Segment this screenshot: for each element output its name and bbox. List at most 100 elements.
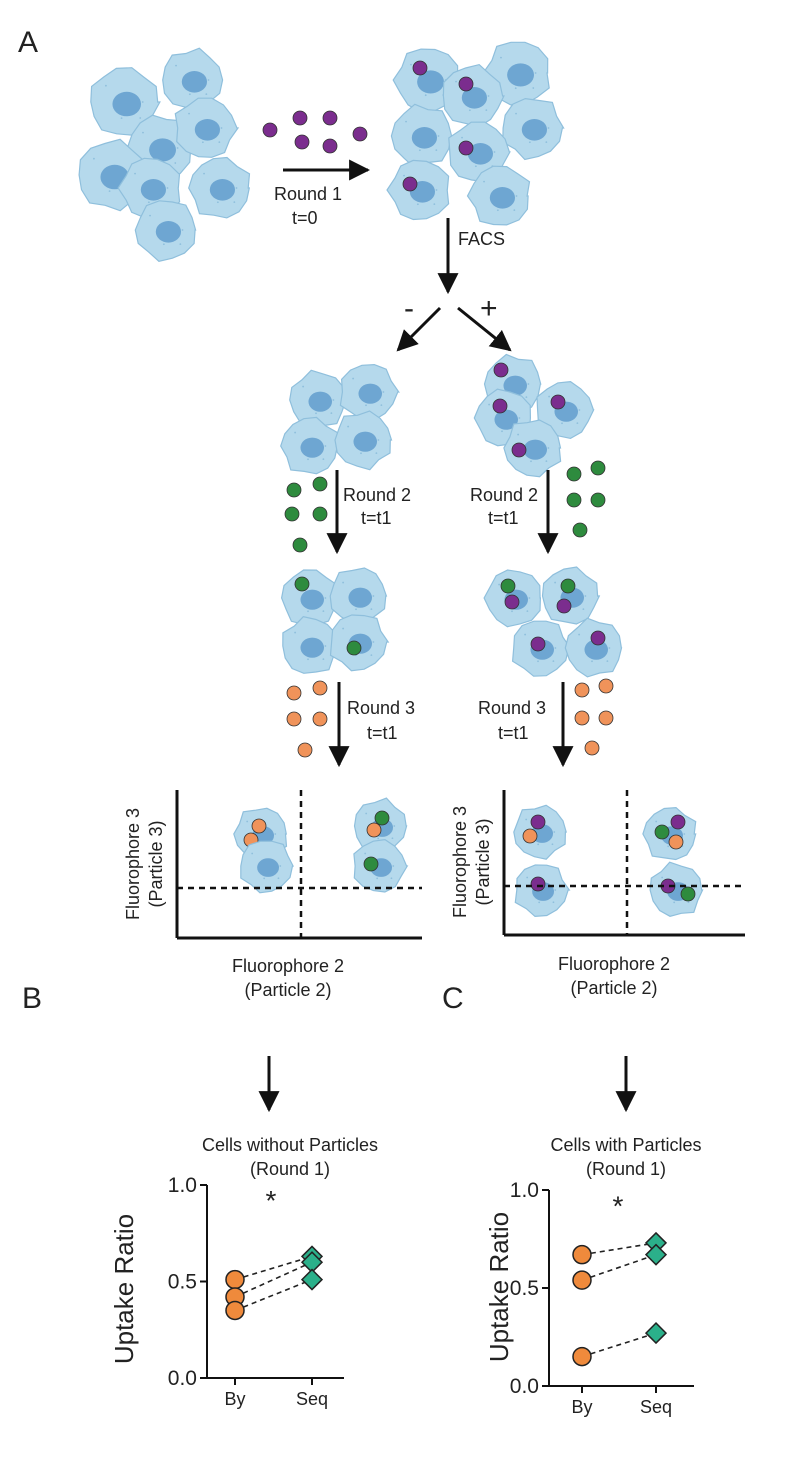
cell-icon: [339, 363, 400, 421]
chart-b-title: Cells without Particles: [202, 1135, 378, 1155]
cell-icon: [353, 797, 408, 855]
pair-connector: [581, 1242, 657, 1256]
nucleus-icon: [181, 71, 207, 93]
positive-sign: +: [480, 292, 498, 325]
left-quadrant-xlabel-2: (Particle 2): [244, 980, 331, 1000]
x-tick-label: Seq: [296, 1389, 328, 1409]
positive-branch-arrow: [457, 306, 512, 352]
by-point: [572, 1270, 592, 1290]
significance-marker: *: [613, 1190, 624, 1221]
particle-icon: [292, 110, 308, 126]
cell-icon: [541, 566, 601, 625]
panel-label-c: C: [442, 982, 464, 1015]
cell-icon: [513, 804, 567, 860]
nucleus-icon: [417, 70, 444, 94]
particle-icon: [560, 578, 576, 594]
particle-icon: [322, 138, 338, 154]
particle-icon: [352, 126, 368, 142]
nucleus-icon: [112, 91, 141, 117]
cell-icon: [240, 840, 295, 894]
y-tick-label: 0.5: [168, 1271, 197, 1294]
particle-icon: [584, 740, 600, 756]
particle-icon: [286, 711, 302, 727]
nucleus-icon: [494, 409, 518, 430]
cell-icon: [282, 616, 341, 674]
particle-icon: [297, 742, 313, 758]
particle-icon: [574, 682, 590, 698]
nucleus-icon: [257, 858, 279, 877]
left-quadrant-ylabel-1: Fluorophore 3: [123, 808, 143, 920]
nucleus-icon: [194, 119, 220, 141]
particle-icon: [294, 576, 310, 592]
panel-label-a: A: [18, 26, 38, 59]
by-point: [572, 1346, 592, 1367]
nucleus-icon: [358, 383, 382, 404]
nucleus-icon: [521, 119, 548, 141]
cell-illustrations: [78, 41, 704, 918]
particle-icon: [504, 594, 520, 610]
nucleus-icon: [467, 143, 493, 165]
cell-icon: [90, 67, 161, 136]
right-round2-label: Round 2: [470, 485, 538, 505]
particle-icon: [412, 60, 428, 76]
significance-marker: *: [266, 1185, 277, 1216]
particle-icon: [550, 394, 566, 410]
particle-icon: [500, 578, 516, 594]
panel-label-b: B: [22, 982, 42, 1015]
cell-icon: [289, 369, 347, 429]
particle-icon: [312, 506, 328, 522]
cell-icon: [649, 861, 704, 917]
particle-icon: [292, 537, 308, 553]
particle-icon: [312, 711, 328, 727]
particle-icon: [286, 685, 302, 701]
nucleus-icon: [489, 187, 515, 209]
right-quadrant-ylabel-2: (Particle 3): [473, 818, 493, 905]
particle-icon: [556, 598, 572, 614]
left-quadrant-ylabel-2: (Particle 3): [146, 820, 166, 907]
chart-c: Cells with Particles (Round 1) Uptake Ra…: [484, 1135, 702, 1417]
nucleus-icon: [523, 439, 547, 460]
particle-icon: [294, 134, 310, 150]
particle-icon: [511, 442, 527, 458]
particle-icon: [374, 810, 390, 826]
facs-label: FACS: [458, 229, 505, 249]
nucleus-icon: [209, 179, 235, 201]
cell-icon: [536, 380, 595, 440]
pair-connector: [581, 1253, 657, 1281]
particle-icon: [262, 122, 278, 138]
particle-icon: [366, 822, 382, 838]
round1-label: Round 1: [274, 184, 342, 204]
particle-icon: [654, 824, 670, 840]
nucleus-icon: [411, 127, 437, 149]
cell-icon: [511, 620, 572, 677]
cell-icon: [188, 156, 251, 219]
y-tick-label: 0.0: [510, 1375, 539, 1398]
particle-icon: [251, 818, 267, 834]
cell-icon: [162, 47, 224, 113]
particle-icon: [574, 710, 590, 726]
cell-icon: [134, 200, 197, 262]
by-point: [225, 1300, 245, 1321]
right-quadrant-ylabel-1: Fluorophore 3: [450, 806, 470, 918]
particle-icon: [598, 678, 614, 694]
left-quadrant-xlabel-1: Fluorophore 2: [232, 956, 344, 976]
particle-icon: [312, 680, 328, 696]
nucleus-icon: [149, 138, 176, 162]
particle-icon: [572, 522, 588, 538]
left-round3-time: t=t1: [367, 723, 398, 743]
x-tick-label: By: [224, 1389, 245, 1409]
negative-sign: -: [404, 292, 414, 325]
cell-icon: [386, 159, 450, 221]
cell-icon: [483, 569, 542, 628]
y-tick-label: 0.0: [168, 1367, 197, 1390]
particle-icon: [590, 630, 606, 646]
particle-icon: [322, 110, 338, 126]
cell-icon: [280, 569, 340, 626]
nucleus-icon: [461, 87, 487, 109]
nucleus-icon: [300, 589, 324, 610]
left-round3-label: Round 3: [347, 698, 415, 718]
particle-icon: [590, 460, 606, 476]
cell-icon: [334, 410, 393, 471]
